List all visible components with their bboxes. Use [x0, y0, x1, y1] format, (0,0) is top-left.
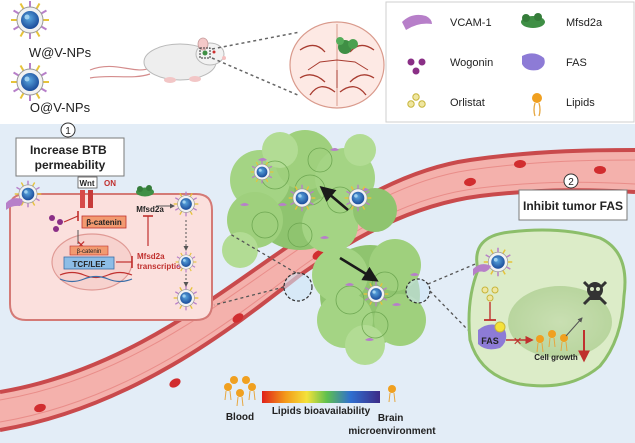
panel1-nanoparticle-icon	[175, 251, 197, 273]
np-highlight	[24, 14, 30, 20]
fas-icon	[522, 53, 545, 71]
np-core	[351, 191, 365, 205]
zoom-line-top	[211, 31, 301, 50]
np-highlight	[182, 258, 186, 262]
panel1-nanoparticle-icon	[173, 191, 199, 217]
np-highlight	[258, 168, 262, 172]
np-highlight	[372, 290, 376, 294]
legend-mfsd2a-label: Mfsd2a	[566, 17, 603, 29]
tumor-receptors	[240, 148, 419, 341]
panel2-number-badge	[563, 173, 579, 189]
w-nanoparticle-label: W@V-NPs	[29, 45, 92, 60]
np-highlight	[298, 194, 302, 198]
mfsd2a-transcription-label: Mfsd2a transcription	[137, 252, 186, 271]
beta-catenin-box	[81, 215, 127, 229]
tumor-nanoparticle-icon	[344, 184, 372, 212]
spread-arrow-down	[339, 256, 379, 282]
np-core	[21, 11, 39, 29]
legend-fas-label: FAS	[566, 57, 587, 69]
vcam1-receptor-icon	[6, 198, 23, 210]
lipid-bioavailability-label: Lipids bioavailability	[272, 406, 371, 417]
beta-catenin-nuclear-box	[69, 245, 109, 256]
dna-strand	[59, 271, 133, 279]
tumor-nanoparticle-icon	[288, 184, 316, 212]
brain-lipid-icon	[388, 385, 396, 403]
o-nanoparticle-label: O@V-NPs	[30, 100, 91, 115]
legend-lipids-label: Lipids	[566, 97, 595, 109]
wnt-receptor-icon	[80, 190, 85, 208]
zoom-circle-vessel	[283, 272, 313, 302]
zoom-line-left-upper	[229, 233, 297, 274]
tcf-lef-label: TCF/LEF	[73, 260, 106, 269]
wnt-label: Wnt	[79, 179, 94, 188]
np-highlight	[493, 257, 498, 262]
np-highlight	[354, 194, 358, 198]
panel1-title-box	[15, 137, 125, 177]
tcf-lef-box	[63, 256, 115, 270]
blocked-cross: ✕	[76, 238, 86, 252]
np-core	[21, 187, 35, 201]
blood-label: Blood	[226, 412, 254, 423]
w-nanoparticle-icon	[11, 1, 49, 39]
zoom-line-left	[213, 286, 285, 306]
np-highlight	[24, 76, 30, 82]
tumor-nanoparticle-icon	[250, 160, 274, 184]
wnt-label-box	[77, 176, 98, 189]
legend-wogonin-label: Wogonin	[450, 57, 493, 69]
np-core	[370, 288, 382, 300]
blocked-cross-fas: ✕	[513, 336, 522, 348]
wnt-on-label: ON	[104, 179, 116, 188]
blood-lipids-icon	[224, 376, 256, 407]
zoom-circle-tumor	[405, 278, 431, 304]
np-core	[256, 166, 268, 178]
cell-growth-label: Cell growth	[534, 353, 578, 362]
np-highlight	[24, 190, 28, 194]
mouse-icon	[89, 37, 226, 83]
wogonin-molecules	[49, 215, 63, 232]
legend-orlistat-label: Orlistat	[450, 97, 485, 109]
zoom-line-bottom	[211, 57, 301, 97]
panel2-number: 2	[568, 177, 574, 188]
np-core	[180, 198, 192, 210]
brain-icon	[289, 21, 385, 109]
mfsd2a-receptor-icon	[136, 185, 154, 197]
panel1-nanoparticle-icon	[14, 180, 42, 208]
legend-vcam1-label: VCAM-1	[450, 17, 492, 29]
panel1-number: 1	[65, 126, 71, 137]
fas-label: FAS	[481, 336, 499, 346]
panel2-title-box	[518, 189, 628, 221]
tumor-nanoparticle-icon	[363, 281, 389, 307]
beta-catenin-nuclear-label: β-catenin	[77, 249, 102, 255]
panel1-number-badge	[60, 122, 76, 138]
o-nanoparticle-icon	[11, 63, 49, 101]
np-highlight	[182, 200, 186, 204]
brain-microenvironment-label: Brain microenvironment	[348, 413, 436, 437]
beta-catenin-label: β-catenin	[86, 218, 122, 227]
np-core	[295, 191, 309, 205]
orlistat-icon	[407, 93, 426, 108]
orlistat-molecules	[481, 286, 499, 302]
panel1-title: Increase BTB permeability	[30, 143, 110, 172]
np-core	[181, 257, 191, 267]
spread-arrow-up	[319, 185, 349, 211]
np-core	[21, 73, 39, 91]
np-highlight	[182, 294, 186, 298]
mfsd2a-icon	[521, 13, 545, 28]
np-core	[180, 292, 192, 304]
panel2-title: Inhibit tumor FAS	[523, 199, 623, 213]
panel1-nanoparticle-icon	[173, 285, 199, 311]
skull-crossbones-icon	[582, 280, 608, 306]
wogonin-icon	[407, 58, 426, 75]
vcam1-icon	[402, 14, 432, 30]
mfsd2a-label: Mfsd2a	[136, 205, 164, 214]
np-core	[491, 255, 505, 269]
lipid-bioavailability-bar	[262, 391, 380, 403]
lipid-icon	[532, 93, 542, 117]
